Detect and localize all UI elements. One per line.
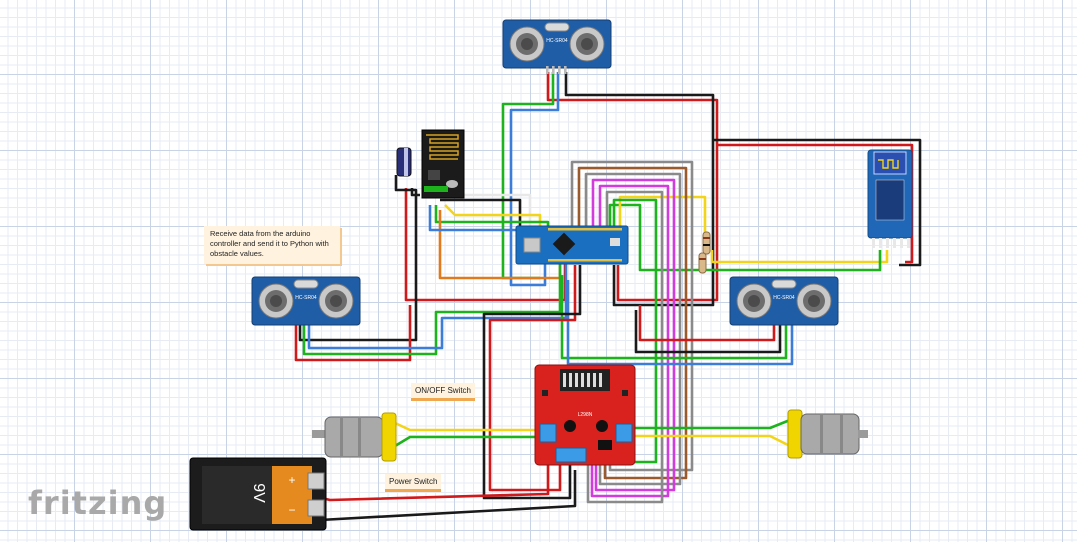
wire-gray (586, 190, 664, 504)
wire-yellow (632, 434, 791, 448)
arduino-note: Receive data from the arduino controller… (204, 226, 340, 264)
capacitor (396, 147, 412, 177)
wire-yellow (710, 250, 889, 264)
resistor (702, 231, 711, 255)
sensor-label: HC-SR04 (546, 38, 568, 44)
wire-blue (566, 280, 794, 366)
power-switch-label: Power Switch (385, 474, 442, 492)
resistor (698, 252, 707, 274)
wire-green (434, 205, 550, 226)
wire-blue (307, 262, 568, 350)
ultrasonic-sensor-left: HC-SR04 (251, 276, 361, 326)
sensor-label: HC-SR04 (773, 295, 795, 301)
wire-gray (570, 160, 694, 472)
wire-magenta (591, 178, 676, 492)
wire-black (482, 265, 582, 500)
wire-black (440, 198, 522, 226)
wire-blue (428, 205, 516, 232)
l298n-driver: L298N (534, 364, 636, 466)
nrf24-module (421, 129, 465, 199)
wire-green (632, 418, 791, 430)
bluetooth-module (867, 149, 913, 248)
battery-9v: + − 9V (189, 457, 327, 531)
wire-blue (509, 72, 560, 287)
battery-voltage-label: 9V (250, 483, 267, 503)
wire-green (612, 198, 658, 464)
wire-black (564, 72, 715, 307)
dc-motor-left (312, 412, 397, 462)
wire-green (302, 262, 562, 356)
wire-red (294, 305, 412, 362)
wire-brown (577, 166, 688, 480)
ultrasonic-sensor-top: HC-SR04 (502, 19, 612, 74)
wire-green (560, 275, 788, 360)
battery-plus-label: + (288, 473, 295, 487)
wire-green (394, 435, 540, 448)
wire-red (546, 72, 719, 302)
battery-minus-label: − (288, 503, 295, 517)
dc-motor-right (787, 409, 868, 459)
wire-black (319, 470, 577, 522)
wire-gray (584, 172, 682, 486)
arduino-nano (515, 225, 629, 265)
driver-label: L298N (578, 412, 593, 418)
ultrasonic-sensor-right: HC-SR04 (729, 276, 839, 326)
fritzing-logo: fritzing (28, 484, 168, 522)
wire-green (608, 203, 882, 272)
wire-black (713, 138, 922, 267)
wire-black (298, 175, 418, 342)
sensor-label: HC-SR04 (295, 295, 317, 301)
wire-red (488, 265, 577, 492)
wire-yellow (444, 204, 542, 226)
onoff-switch-label: ON/OFF Switch (411, 383, 476, 401)
wire-black (634, 310, 782, 354)
wires (294, 72, 922, 522)
wire-red (638, 305, 776, 342)
wire-yellow (394, 421, 540, 432)
